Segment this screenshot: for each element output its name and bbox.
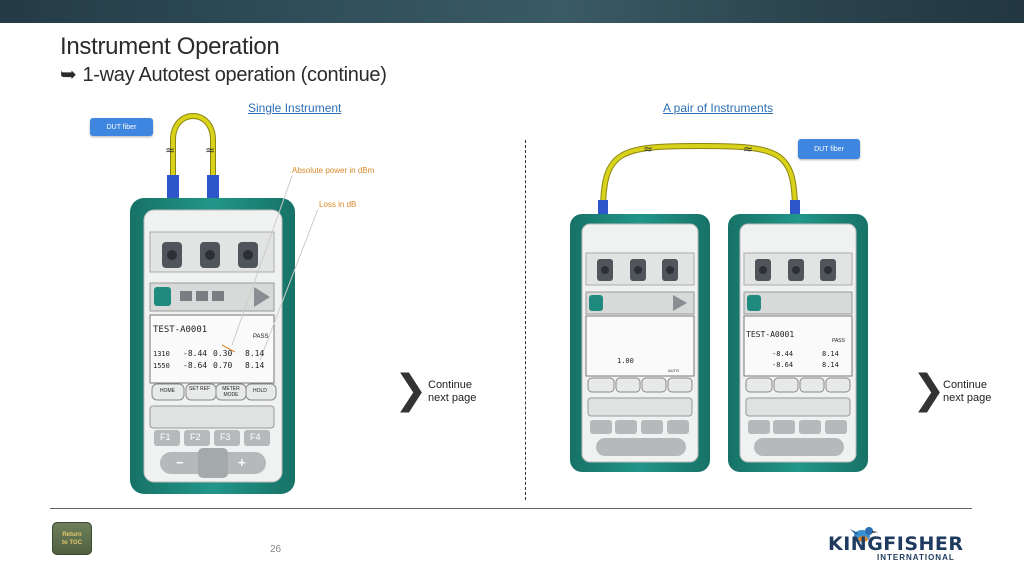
logo-subtext: INTERNATIONAL xyxy=(877,553,955,562)
set-ref-button[interactable]: SET REF xyxy=(189,386,211,392)
meter-mode-button[interactable]: METER MODE xyxy=(222,386,240,398)
footer-rule xyxy=(50,508,972,509)
continue-left-line2: next page xyxy=(428,392,477,404)
return-to-toc-button[interactable]: Return to TOC xyxy=(52,522,92,555)
subtitle-arrow-icon: ➥ xyxy=(60,64,77,86)
hold-button[interactable]: HOLD xyxy=(253,388,267,394)
home-button[interactable]: HOME xyxy=(160,388,175,394)
continue-right-line1: Continue xyxy=(943,379,988,391)
pair-a-screen-loss: 1.00 xyxy=(617,357,634,365)
pair-b-screen-p1: -8.44 xyxy=(772,350,794,358)
pair-b-screen-pass: PASS xyxy=(832,338,845,344)
left-screen-wl1: 1310 xyxy=(153,350,170,358)
minus-key[interactable]: − xyxy=(176,455,184,470)
svg-text:≈: ≈ xyxy=(165,143,175,157)
top-banner xyxy=(0,0,1024,23)
dut-fiber-tag-right: DUT fiber xyxy=(798,139,860,159)
kingfisher-logo: KINGFISHER INTERNATIONAL xyxy=(828,523,973,565)
dut-fiber-tag-left: DUT fiber xyxy=(90,118,153,136)
left-screen-test-id: TEST-A0001 xyxy=(153,325,208,335)
dut-fiber-span xyxy=(600,142,798,213)
svg-text:≈: ≈ xyxy=(205,143,215,157)
toc-label-line1: Return xyxy=(62,531,82,538)
section-divider xyxy=(525,140,526,500)
svg-text:≈: ≈ xyxy=(643,142,653,156)
left-screen-loss1: 8.14 xyxy=(245,349,265,358)
left-screen-loss2: 8.14 xyxy=(245,361,265,370)
plus-key[interactable]: + xyxy=(238,455,246,470)
continue-left-link[interactable]: Continue next page xyxy=(428,379,476,405)
svg-text:≈: ≈ xyxy=(743,142,753,156)
f2-key[interactable]: F2 xyxy=(190,432,201,442)
pair-instruments-link[interactable]: A pair of Instruments xyxy=(663,101,774,115)
pair-instruments: ≈ ≈ xyxy=(570,142,868,472)
left-screen-wl2: 1550 xyxy=(153,362,170,370)
continue-right-chevron-icon[interactable]: ❯ xyxy=(912,367,946,413)
pair-b-screen-test-id: TEST-A0001 xyxy=(746,330,795,339)
single-instrument: ≈ ≈ xyxy=(130,113,319,494)
left-screen-pass: PASS xyxy=(253,334,269,340)
toc-label-line2: to TOC xyxy=(62,539,82,546)
left-screen-p2: -8.64 xyxy=(183,361,208,370)
pair-b-screen-loss2: 8.14 xyxy=(822,361,839,369)
left-screen-ref2: 0.70 xyxy=(213,361,233,370)
loss-callout: Loss in dB xyxy=(319,200,357,209)
f4-key[interactable]: F4 xyxy=(250,432,261,442)
left-screen-p1: -8.44 xyxy=(183,349,208,358)
f3-key[interactable]: F3 xyxy=(220,432,231,442)
single-instrument-link[interactable]: Single Instrument xyxy=(248,101,342,115)
continue-right-line2: next page xyxy=(943,392,992,404)
subtitle-text: 1-way Autotest operation (continue) xyxy=(82,64,387,86)
continue-left-line1: Continue xyxy=(428,379,473,391)
pair-b-screen-p2: -8.64 xyxy=(772,361,794,369)
left-screen-ref1: 0.30 xyxy=(213,349,233,358)
pair-a-screen-mode: AUTO xyxy=(668,368,680,373)
page-subtitle: ➥1-way Autotest operation (continue) xyxy=(60,62,387,87)
logo-wordmark: KINGFISHER xyxy=(828,533,964,555)
continue-left-chevron-icon[interactable]: ❯ xyxy=(394,367,428,413)
kingfisher-bird-icon xyxy=(850,527,878,542)
page-number: 26 xyxy=(270,544,282,555)
pair-b-screen-loss1: 8.14 xyxy=(822,350,839,358)
f1-key[interactable]: F1 xyxy=(160,432,171,442)
continue-right-link[interactable]: Continue next page xyxy=(943,379,991,405)
absolute-power-callout: Absolute power in dBm xyxy=(292,166,375,175)
page-title: Instrument Operation xyxy=(60,33,280,60)
